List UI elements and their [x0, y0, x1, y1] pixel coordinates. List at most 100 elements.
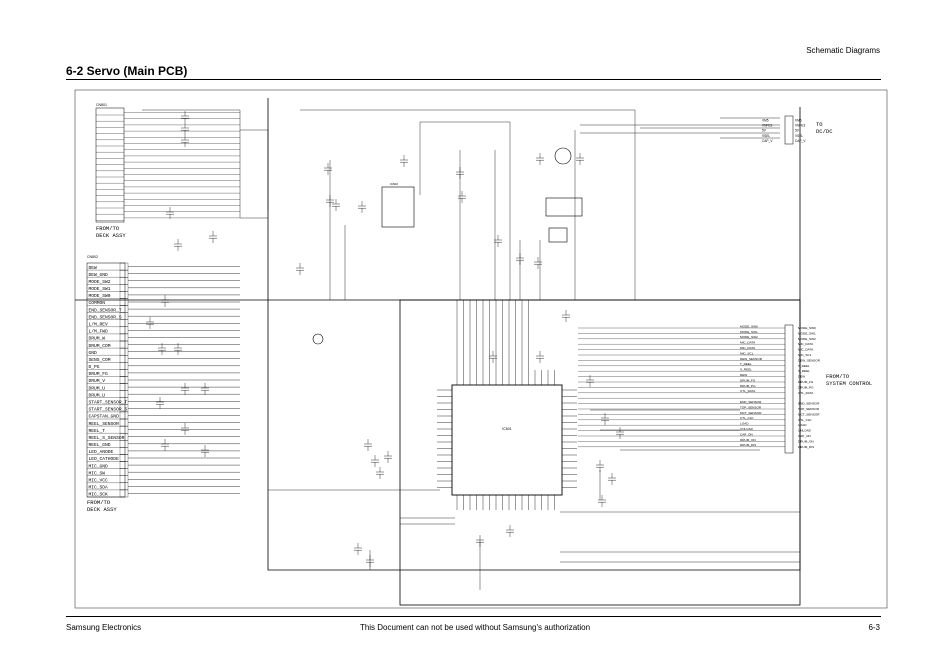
cn802-pin-label: DRUM_COM [89, 343, 111, 349]
system-net-label: MODE_SW2 [740, 335, 758, 339]
system-net-label: CAP_ON [740, 432, 753, 436]
system-net-label: S_REEL [740, 368, 752, 372]
cn802-pin-label: END_SENSOR_T [89, 307, 122, 313]
dcdc-pin-label: CAP_V [795, 139, 806, 143]
system-pin-label: MODE_SW0 [798, 326, 816, 330]
system-net-label: MIC_DATA [740, 341, 756, 345]
cn802-pin-label: DRUM_V [89, 378, 106, 384]
system-pin-label: DRUM_PG [798, 385, 814, 389]
system-pin-label: END_SENSOR [798, 402, 820, 406]
system-net-label: MODE_SW1 [740, 330, 758, 334]
servo-block [399, 299, 801, 606]
cn802-pin-label: MODE_SW0 [89, 293, 111, 299]
header-rule [66, 79, 881, 80]
cn802-pin-label: END_SENSOR_S [89, 314, 122, 320]
system-pin-label: DRUM_ON [798, 439, 814, 443]
system-net-label: T_REEL [740, 362, 752, 366]
cn802-pin-label: REEL_S_SENSOR [89, 435, 125, 441]
page-number: 6-3 [868, 623, 880, 632]
transistor-q602 [312, 333, 324, 345]
system-pin-label: MIC_DATA [798, 348, 814, 352]
cn802-pin-label: MIC_SDA [89, 485, 109, 491]
system-pin-label: MCT_SENSOR [798, 412, 820, 416]
cn802-pin-label: DEW_GND [89, 272, 109, 278]
cn802-pin-label: SENS_COM [89, 357, 111, 363]
system-pin-label: DRUM_DIS [798, 445, 814, 449]
cn802-pin-label: DRUM_W [89, 336, 106, 342]
system-pin-label: DRUM_FG [798, 380, 814, 384]
cn802-pin-label: START_SENSOR_S [89, 407, 128, 413]
dcdc-pin-label: 5V [795, 129, 800, 133]
svg-text:CN802: CN802 [87, 255, 98, 259]
system-net-label: DRUM_DIS [740, 443, 756, 447]
system-pin-label: TOP_SENSOR [798, 407, 820, 411]
svg-text:IC601: IC601 [502, 427, 511, 431]
cn802-pin-label: MODE_SW2 [89, 279, 111, 285]
connector-cn802: CN802 DEWDEW_GNDMODE_SW2MODE_SW1MODE_SW0… [86, 255, 129, 498]
system-pin-label: DEW_SENSOR [798, 358, 821, 362]
transistor-q601 [554, 147, 572, 165]
ic601: IC601 [437, 300, 577, 510]
system-pin-label: UNLOAD [798, 429, 812, 433]
cn802-pin-label: MIC_GND [89, 463, 109, 469]
system-pin-label: LOAD [798, 423, 807, 427]
system-net-label: TOP_SENSOR [740, 405, 762, 409]
dcdc-net-label: 5V [762, 129, 767, 133]
svg-text:CN801: CN801 [96, 103, 107, 107]
dcdc-net-label: VM5 [762, 118, 769, 122]
dcdc-pin-label: VNFE3 [795, 124, 806, 128]
cn802-pin-label: D_PG [89, 364, 100, 370]
cn802-pin-label: MODE_SW1 [89, 286, 111, 292]
system-pin-label: CTL_CLK [798, 418, 813, 422]
cn802-pin-label: MIC_SW [89, 470, 106, 476]
cn802-pin-label: L/M_REV [89, 322, 109, 328]
pcb-outline [267, 98, 801, 571]
system-pin-label: T_REEL [798, 364, 810, 368]
system-net-label: MIC_DATA [740, 346, 756, 350]
cn802-pin-label: MIC_VCC [89, 478, 109, 484]
cn802-pin-label: REEL_SENSOR [89, 421, 120, 427]
system-net-label: DEW [740, 373, 747, 377]
system-net-label: MODE_SW0 [740, 324, 758, 328]
dcdc-pin-label: VM5 [795, 118, 802, 122]
system-net-label: DEW_SENSOR [740, 357, 763, 361]
system-net-label: DRUM_FG [740, 378, 756, 382]
system-net-label: CTL_DATA [740, 389, 756, 393]
system-pin-label: MODE_SW1 [798, 331, 816, 335]
cn802-pin-label: LED_CATHODE [89, 456, 120, 462]
system-net-label: LOAD [740, 422, 749, 426]
system-pin-label: S_REEL [798, 369, 810, 373]
cn802-pin-label: CAPSTAN_GND [89, 414, 120, 420]
system-net-label: MCT_SENSOR [740, 411, 762, 415]
cn802-pin-label: REEL_GND [89, 442, 111, 448]
company-name: Samsung Electronics [66, 623, 142, 632]
system-pin-label: CAP_ON [798, 434, 811, 438]
system-pin-label: MODE_SW2 [798, 337, 816, 341]
system-net-label: DRUM_PG [740, 384, 756, 388]
cn802-pin-label: GND [89, 350, 98, 356]
cn802-pin-label: DRUM_U [89, 392, 106, 398]
system-pin-label: MIC_SCL [798, 353, 812, 357]
system-pin-label: MIC_DATA [798, 342, 814, 346]
page-title: 6-2 Servo (Main PCB) [66, 64, 188, 78]
authorization-notice: This Document can not be used without Sa… [359, 623, 591, 632]
system-net-label: UNLOAD [740, 427, 754, 431]
cn802-pin-label: REEL_T [89, 428, 106, 434]
cn802-pin-label: DEW [89, 265, 98, 271]
cn802-pin-label: DRUM_FG [89, 371, 109, 377]
cn802-pin-label: MIC_SCK [89, 492, 109, 498]
footer-rule [66, 616, 881, 617]
cn802-pin-label: LED_ANODE [89, 449, 114, 455]
system-pin-label: CTL_DATA [798, 391, 814, 395]
dcdc-pin-label: VSEL [795, 134, 803, 138]
system-net-label: END_SENSOR [740, 400, 762, 404]
ic-driver-top: IC602 [381, 182, 415, 228]
dcdc-net-label: CAP_V [762, 139, 773, 143]
